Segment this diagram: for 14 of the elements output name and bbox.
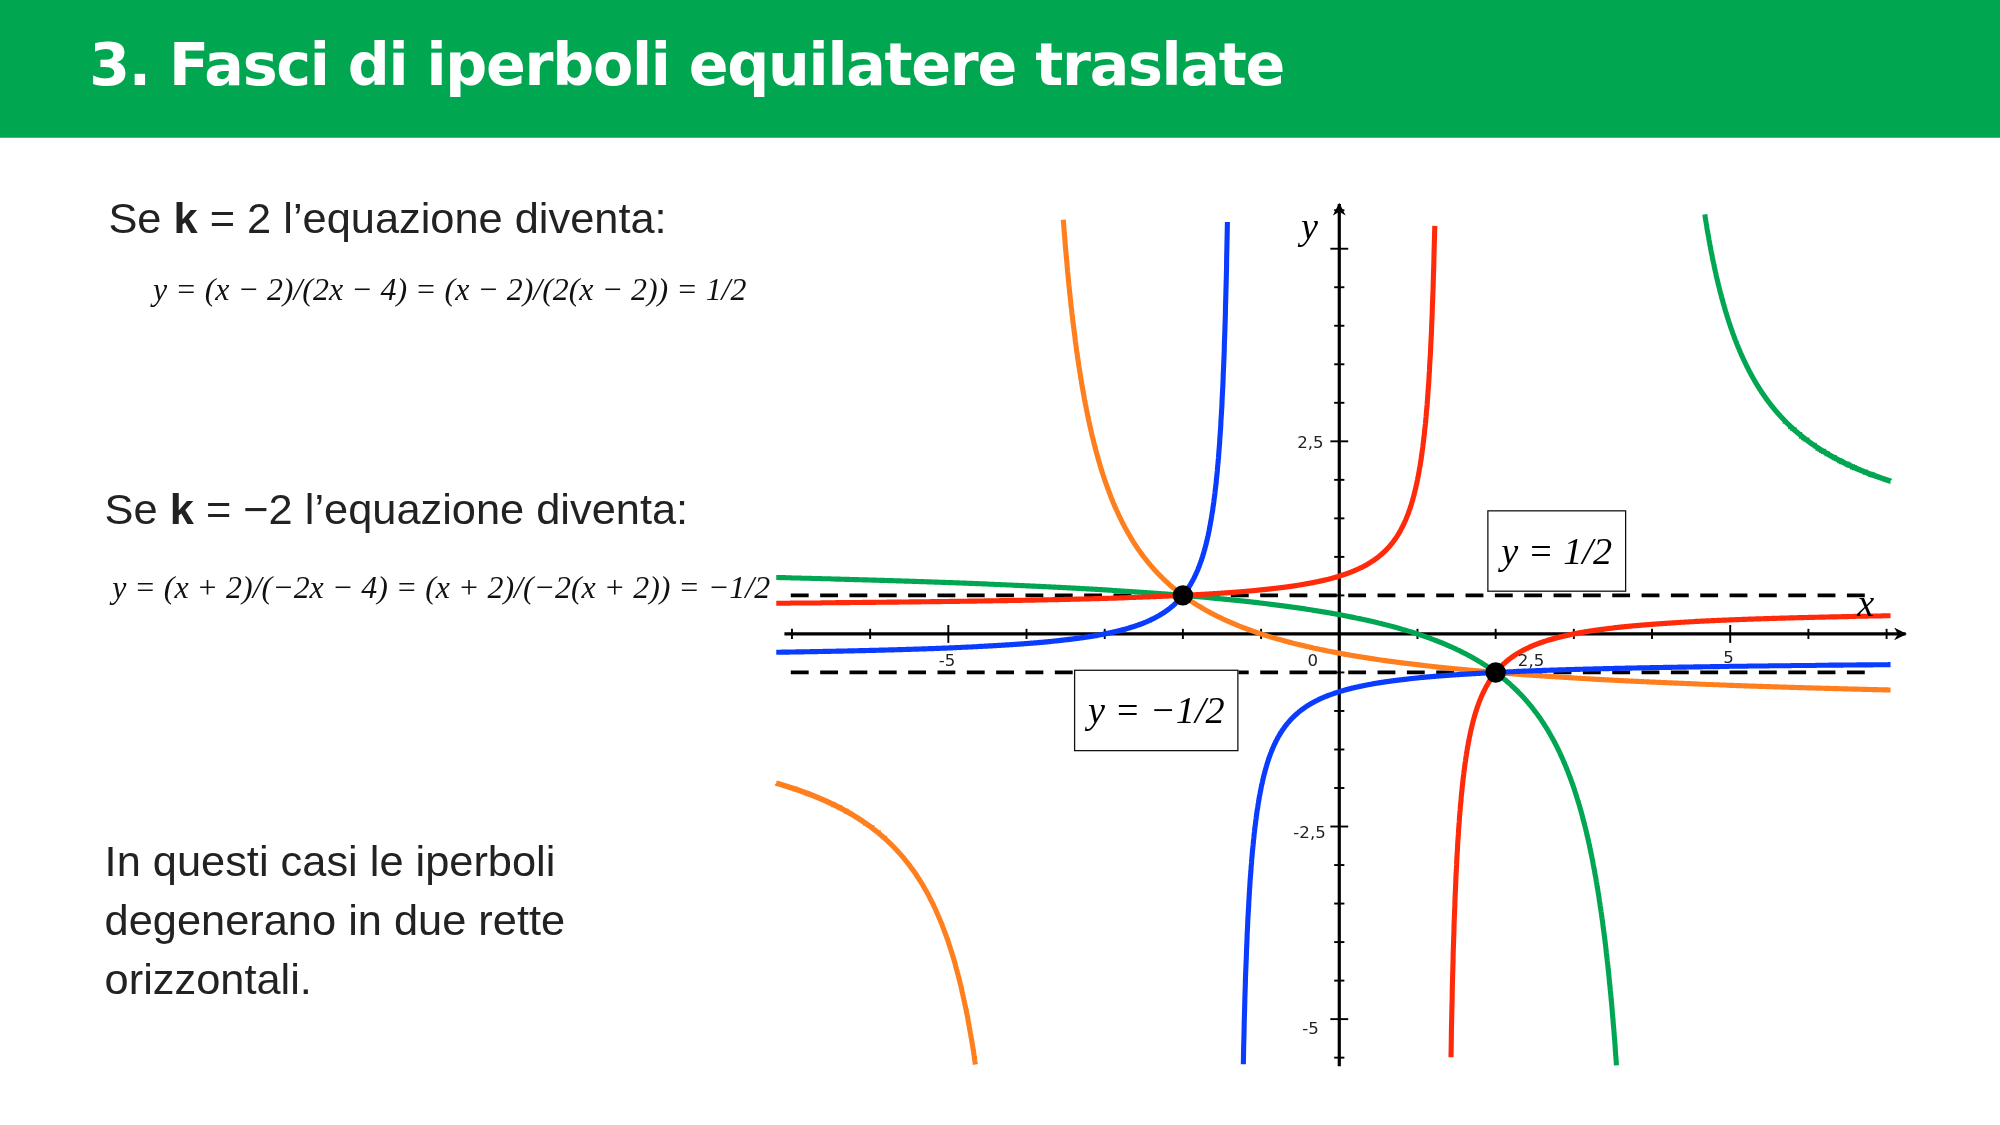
slide-title: 3. Fasci di iperboli equilatere traslate [89, 30, 1285, 100]
statement-text: Se k = −2 l’equazione diventa: [104, 484, 689, 535]
tick-label: -2,5 [1293, 822, 1326, 842]
note-text: In questi casi le iperboli degenerano in due rette orizzontali. [104, 835, 567, 1005]
tick-label: 0 [1307, 650, 1318, 670]
tick-label: 2,5 [1297, 432, 1324, 452]
tick-label: 5 [1723, 647, 1734, 668]
tick-label: 2,5 [1517, 650, 1545, 670]
statement-text: Se k = 2 l’equazione diventa: [108, 193, 667, 244]
equation-box: y = 1/2 [1487, 510, 1627, 592]
tick-label: -5 [1302, 1019, 1319, 1039]
equation-box: y = −1/2 [1073, 669, 1239, 752]
axis-label: x [1857, 581, 1875, 625]
tick-label: -5 [938, 650, 956, 670]
